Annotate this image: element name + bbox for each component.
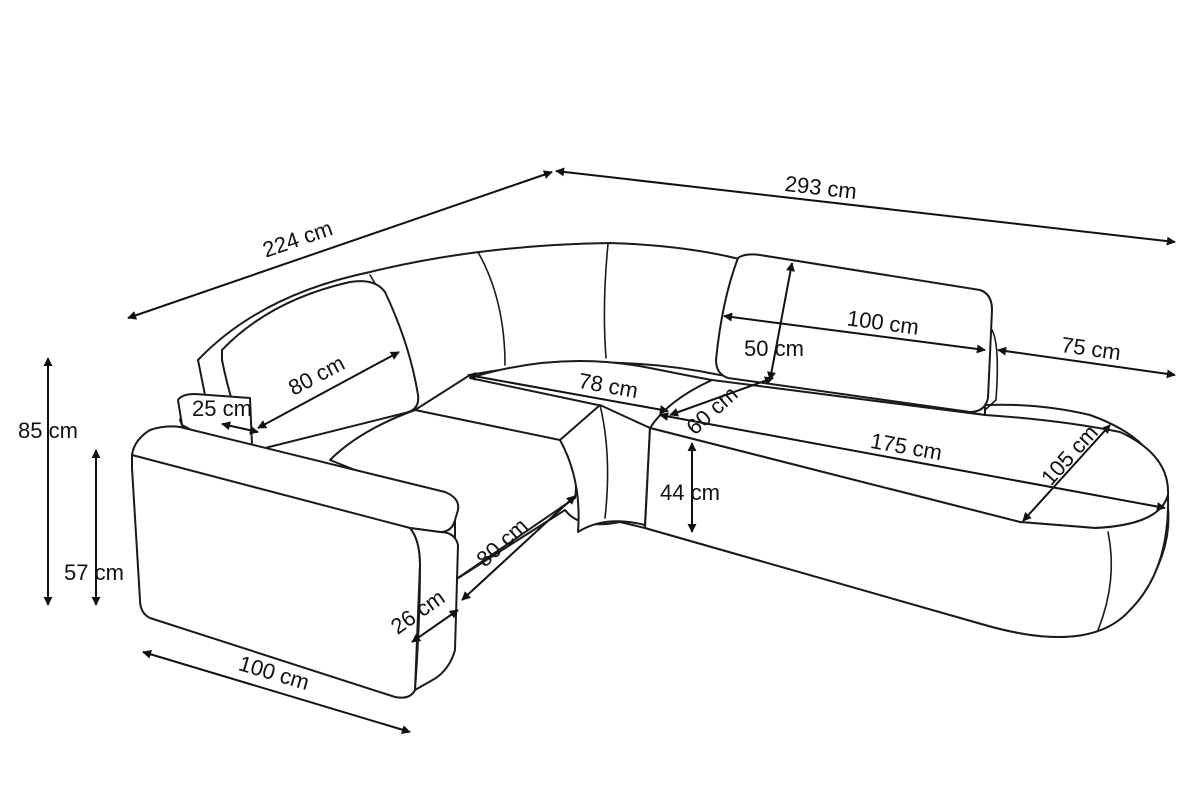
corner-seam [599,404,609,519]
dim-line-293 [555,167,1176,246]
dim-line-224 [127,170,553,320]
label-50: 50 cm [744,336,804,361]
dim-line-105 [1022,424,1111,522]
dim-line-80-seat [461,495,576,601]
corner-front-panel [559,404,651,533]
dim-line-80-back [257,351,400,429]
dim-line-26 [411,609,459,643]
dimension-lines [43,167,1176,734]
chaise-end-seam [1097,531,1113,631]
label-224: 224 cm [259,215,335,262]
label-44: 44 cm [660,480,720,505]
sofa-drawing [131,242,1170,699]
dim-line-78 [467,372,669,414]
dim-line-50 [767,262,795,381]
dim-line-25 [221,421,259,435]
label-25: 25 cm [192,396,252,421]
label-85: 85 cm [18,418,78,443]
dim-line-100-arm [142,650,411,734]
left-arm-side [409,527,459,691]
dim-line-75 [997,346,1176,379]
label-57: 57 cm [64,560,124,585]
back-seam-2 [603,243,609,359]
dim-line-60 [669,376,774,417]
left-arm-top [131,425,460,533]
